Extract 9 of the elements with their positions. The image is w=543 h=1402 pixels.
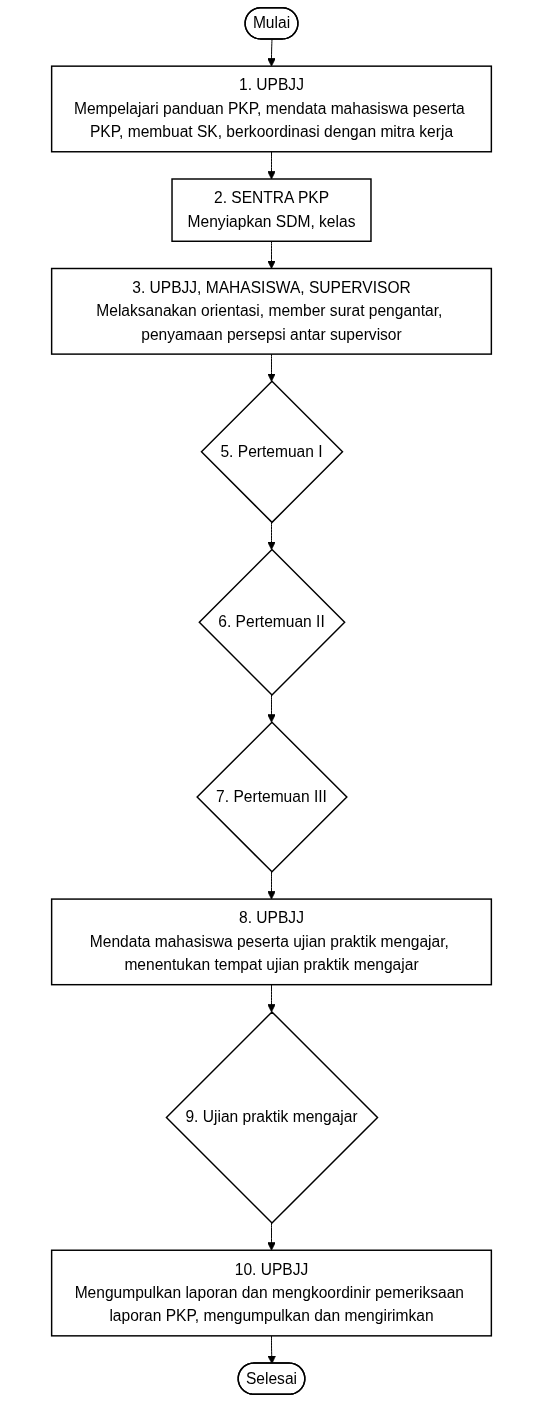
node-diamond: 5. Pertemuan I (200, 380, 344, 524)
node-box: 1. UPBJJ Mempelajari panduan PKP, mendata mahasiswa peserta PKP, membuat SK, berkoordinasi dengan mitra kerja (50, 65, 493, 153)
node-diamond: 6. Pertemuan II (198, 548, 346, 696)
node-box: 3. UPBJJ, MAHASISWA, SUPERVISOR Melaksanakan orientasi, member surat pengantar, penyamaan persepsi antar supervisor (50, 267, 493, 355)
node-diamond: 7. Pertemuan III (196, 721, 348, 873)
node-diamond: 9. Ujian praktik mengajar (165, 1010, 379, 1225)
node-box: 2. SENTRA PKP Menyiapkan SDM, kelas (171, 178, 372, 242)
node-box: 8. UPBJJ Mendata mahasiswa peserta ujian praktik mengajar, menentukan tempat ujian praktik mengajar (50, 898, 493, 986)
node-box: 10. UPBJJ Mengumpulkan laporan dan mengkoordinir pemeriksaan laporan PKP, mengumpulkan dan mengirimkan (50, 1249, 493, 1337)
